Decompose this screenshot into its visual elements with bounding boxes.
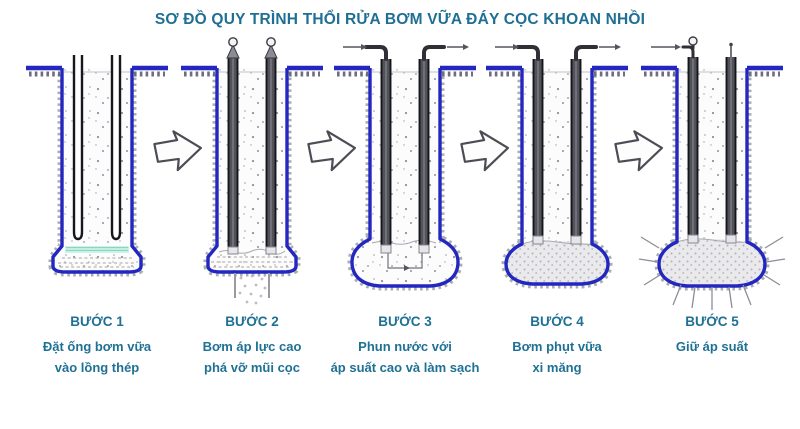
step-1-description-line1: Đặt ống bơm vữa xyxy=(42,339,152,354)
step-3-title: BƯỚC 3 xyxy=(378,314,432,329)
grout-pipes xyxy=(72,55,122,241)
step-2-description-line1: Bơm áp lực cao xyxy=(202,339,302,354)
inlet-outlet-pipes xyxy=(495,44,621,61)
flow-arrow-icon xyxy=(307,130,357,172)
step-4-title: BƯỚC 4 xyxy=(530,314,584,329)
borehole xyxy=(347,68,463,291)
inflow-arrow-icon xyxy=(675,44,681,50)
pressure-valve-icon xyxy=(651,36,733,59)
step-1-description-line2: vào lồng thép xyxy=(54,360,140,375)
step-3-pile-diagram xyxy=(334,44,476,291)
step-5-label: BƯỚC 5 Giữ áp suất xyxy=(627,314,797,357)
inflow-arrow-icon xyxy=(361,44,367,50)
cement-grout-bulb xyxy=(659,239,765,286)
water-circulation-path xyxy=(387,253,423,269)
borehole xyxy=(203,68,301,277)
step-4-description-line2: xi măng xyxy=(532,360,582,375)
step-4-label: BƯỚC 4 Bơm phụt vữa xi măng xyxy=(472,314,642,378)
valve-icon xyxy=(226,37,278,59)
borehole xyxy=(48,68,146,277)
step-3-description-line2: áp suất cao và làm sạch xyxy=(330,360,480,375)
pipe-pin-icon xyxy=(729,42,733,47)
step-2-label: BƯỚC 2 Bơm áp lực cao phá vỡ mũi cọc xyxy=(167,314,337,378)
step-4-description-line1: Bơm phụt vữa xyxy=(512,339,602,354)
diagram-title: SƠ ĐỒ QUY TRÌNH THỔI RỬA BƠM VỮA ĐÁY CỌC… xyxy=(154,11,646,28)
step-1-pile-diagram xyxy=(26,55,168,277)
step-1-label: BƯỚC 1 Đặt ống bơm vữa vào lồng thép xyxy=(12,314,182,378)
sediment-layer xyxy=(65,246,129,253)
pressure-rays-icon xyxy=(638,236,786,310)
step-4-pile-diagram xyxy=(486,44,628,289)
grout-pipes xyxy=(532,59,582,245)
grout-pipes xyxy=(380,59,430,254)
step-5-description-line1: Giữ áp suất xyxy=(675,339,749,354)
step-5-title: BƯỚC 5 xyxy=(685,314,739,329)
step-2-title: BƯỚC 2 xyxy=(225,314,279,329)
flow-arrow-icon xyxy=(153,130,203,172)
grout-pipes xyxy=(687,57,737,244)
outflow-arrow-icon xyxy=(615,44,621,50)
outflow-arrow-icon xyxy=(463,44,469,50)
flow-arrow-icon xyxy=(614,130,664,172)
inlet-outlet-pipes xyxy=(343,44,469,61)
step-3-label: BƯỚC 3 Phun nước với áp suất cao và làm … xyxy=(320,314,490,378)
borehole xyxy=(654,68,770,291)
step-1-title: BƯỚC 1 xyxy=(70,314,124,329)
inflow-arrow-icon xyxy=(513,44,519,50)
flow-arrow-icon xyxy=(460,130,510,172)
step-5-pile-diagram xyxy=(638,36,786,310)
grout-pipes xyxy=(227,58,277,255)
step-3-description-line1: Phun nước với xyxy=(358,339,452,354)
breakthrough-jet xyxy=(234,273,270,305)
step-2-pile-diagram xyxy=(181,37,323,305)
borehole xyxy=(501,68,613,289)
step-2-description-line2: phá vỡ mũi cọc xyxy=(204,360,300,375)
cement-grout-bulb xyxy=(506,241,608,284)
